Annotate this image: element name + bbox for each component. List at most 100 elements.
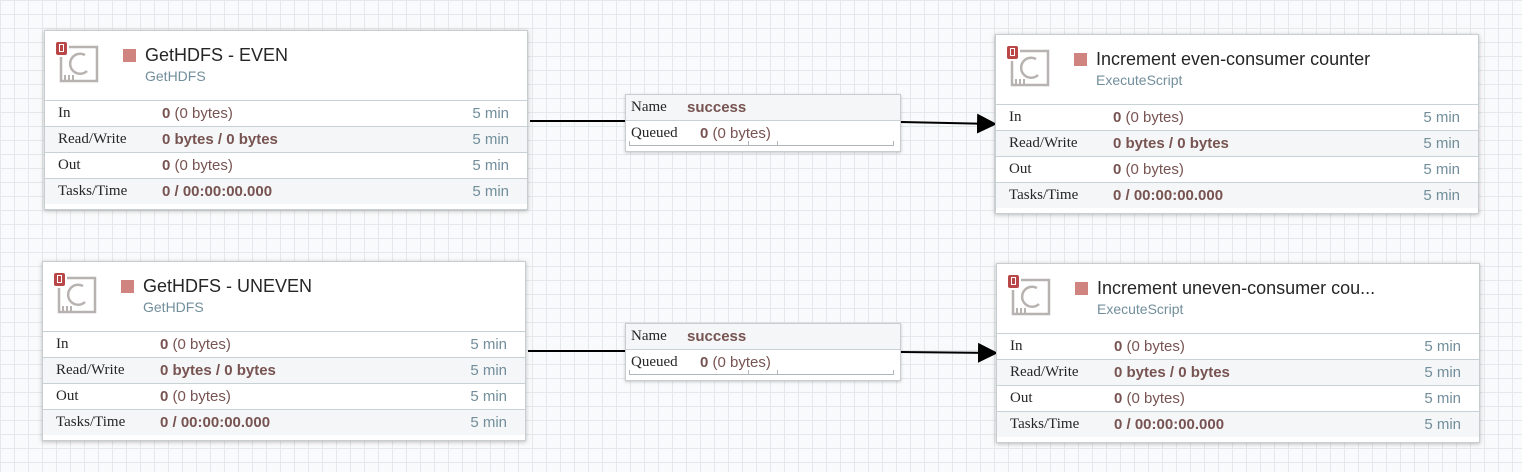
stat-size: (0 bytes) (172, 336, 231, 353)
stat-time: 5 min (1423, 161, 1460, 178)
stat-row-readwrite: Read/Write 0 bytes / 0 bytes 5 min (996, 130, 1478, 156)
connection-queued-value: 0 (0 bytes) (700, 354, 771, 371)
stat-count: 0 (1114, 390, 1123, 407)
processor-icon (53, 272, 99, 316)
stat-label: Read/Write (56, 362, 125, 378)
stat-time: 5 min (1424, 416, 1461, 433)
stat-time: 5 min (470, 388, 507, 405)
stat-time: 5 min (472, 183, 509, 200)
connection-queued-label: Queued (631, 125, 678, 141)
stat-label: Tasks/Time (1009, 187, 1079, 203)
stat-value: 0 / 00:00:00.000 (162, 183, 272, 200)
stat-time: 5 min (472, 105, 509, 122)
stopped-icon (1075, 282, 1088, 295)
connection-line-even[interactable] (530, 121, 995, 124)
queued-size: (0 bytes) (712, 125, 771, 142)
stat-count: 0 (160, 336, 169, 353)
stat-value: 0 (0 bytes) (1114, 390, 1185, 407)
connection-line-uneven[interactable] (528, 351, 996, 353)
stat-time: 5 min (472, 157, 509, 174)
stat-count: 0 (1114, 338, 1123, 355)
stat-count: 0 (162, 105, 171, 122)
processor-getHDFS-uneven[interactable]: GetHDFS - UNEVEN GetHDFS In 0 (0 bytes) 5 mi… (42, 261, 526, 441)
queued-count: 0 (700, 354, 709, 371)
stat-time: 5 min (1423, 109, 1460, 126)
stat-tasks-value: 0 / 00:00:00.000 (1114, 416, 1225, 433)
connection-name-label: Name (631, 99, 667, 115)
queue-bar-tick (893, 141, 894, 145)
processor-icon (55, 41, 101, 85)
stat-count: 0 (1113, 109, 1122, 126)
stat-value: 0 bytes / 0 bytes (1113, 135, 1229, 152)
queue-bar-tick (748, 370, 749, 374)
stopped-icon (123, 49, 136, 62)
stat-rw-value: 0 bytes / 0 bytes (1114, 364, 1230, 381)
stat-value: 0 (0 bytes) (160, 388, 231, 405)
stat-size: (0 bytes) (1126, 338, 1185, 355)
stat-label: Tasks/Time (56, 414, 126, 430)
stat-time: 5 min (1423, 135, 1460, 152)
queued-size: (0 bytes) (712, 354, 771, 371)
stat-value: 0 (0 bytes) (160, 336, 231, 353)
stat-value: 0 / 00:00:00.000 (160, 414, 270, 431)
stat-label: Read/Write (1009, 135, 1078, 151)
stat-time: 5 min (472, 131, 509, 148)
queue-bar-tick (748, 141, 749, 145)
processor-type: GetHDFS (145, 68, 206, 84)
stat-row-readwrite: Read/Write 0 bytes / 0 bytes 5 min (45, 126, 527, 152)
processor-name: Increment even-consumer counter (1096, 49, 1371, 69)
stat-rw-value: 0 bytes / 0 bytes (162, 131, 278, 148)
queue-bar-tick (777, 370, 778, 374)
stat-size: (0 bytes) (1125, 161, 1184, 178)
stat-count: 0 (160, 388, 169, 405)
connection-queued-value: 0 (0 bytes) (700, 125, 771, 142)
processor-increment-uneven[interactable]: Increment uneven-consumer cou... ExecuteS… (996, 263, 1480, 443)
queue-progress-bar (629, 141, 894, 146)
connection-queued-row: Queued 0 (0 bytes) (626, 350, 900, 376)
stat-value: 0 (0 bytes) (162, 157, 233, 174)
processor-name: GetHDFS - UNEVEN (143, 276, 313, 296)
stat-label: In (1009, 109, 1022, 125)
stat-size: (0 bytes) (1125, 109, 1184, 126)
stat-label: In (56, 336, 69, 352)
queued-count: 0 (700, 125, 709, 142)
stat-time: 5 min (1424, 390, 1461, 407)
stat-value: 0 (0 bytes) (1113, 109, 1184, 126)
processor-type: ExecuteScript (1097, 301, 1184, 317)
stat-value: 0 bytes / 0 bytes (160, 362, 276, 379)
connection-queued-row: Queued 0 (0 bytes) (626, 121, 900, 147)
stat-time: 5 min (1424, 338, 1461, 355)
stat-row-in: In 0 (0 bytes) 5 min (997, 333, 1479, 359)
stat-row-in: In 0 (0 bytes) 5 min (996, 104, 1478, 130)
stat-value: 0 bytes / 0 bytes (1114, 364, 1230, 381)
stat-tasks-value: 0 / 00:00:00.000 (160, 414, 271, 431)
queue-bar-tick (777, 141, 778, 145)
stat-label: Read/Write (58, 131, 127, 147)
stat-time: 5 min (1424, 364, 1461, 381)
processor-type: GetHDFS (143, 299, 204, 315)
connection-name-label: Name (631, 328, 667, 344)
stat-size: (0 bytes) (172, 388, 231, 405)
processor-name: Increment uneven-consumer cou... (1097, 278, 1376, 298)
stat-size: (0 bytes) (174, 105, 233, 122)
stat-count: 0 (1113, 161, 1122, 178)
queue-progress-bar (629, 370, 894, 375)
stat-label: In (58, 105, 71, 121)
stat-label: In (1010, 338, 1023, 354)
stat-label: Read/Write (1010, 364, 1079, 380)
processor-icon (1006, 45, 1052, 89)
connection-queued-label: Queued (631, 354, 678, 370)
